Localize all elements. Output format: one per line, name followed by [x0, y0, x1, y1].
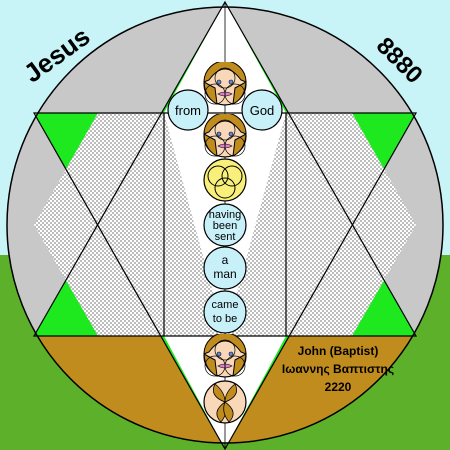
- from-label: from: [175, 103, 201, 118]
- sent-label: sent: [215, 231, 236, 243]
- triquetra-icon: [203, 380, 247, 424]
- word-circle-a-man: [203, 246, 247, 290]
- face-icon: [203, 334, 247, 378]
- god-label: God: [250, 103, 275, 118]
- word-circle-from: [167, 89, 209, 131]
- having-label: having: [209, 209, 241, 221]
- face-icon: [203, 62, 247, 106]
- came-label: came: [212, 299, 239, 311]
- caption-line-2: Ιωαννης Βαπτιστης: [282, 362, 394, 376]
- word-circle-came-to-be: [203, 290, 247, 334]
- a-label: a: [222, 253, 229, 267]
- face-icon: [203, 114, 247, 158]
- caption-line-1: John (Baptist): [298, 344, 379, 358]
- disc-outline: [6, 6, 444, 444]
- word-circle-god: [241, 89, 283, 131]
- been-label: been: [213, 220, 237, 232]
- man-label: man: [213, 267, 236, 281]
- caption-line-3: 2220: [325, 380, 352, 394]
- to-be-label: to be: [213, 313, 237, 325]
- vesica-seed-icon: [203, 158, 247, 202]
- word-circle-having-been-sent: [203, 203, 247, 247]
